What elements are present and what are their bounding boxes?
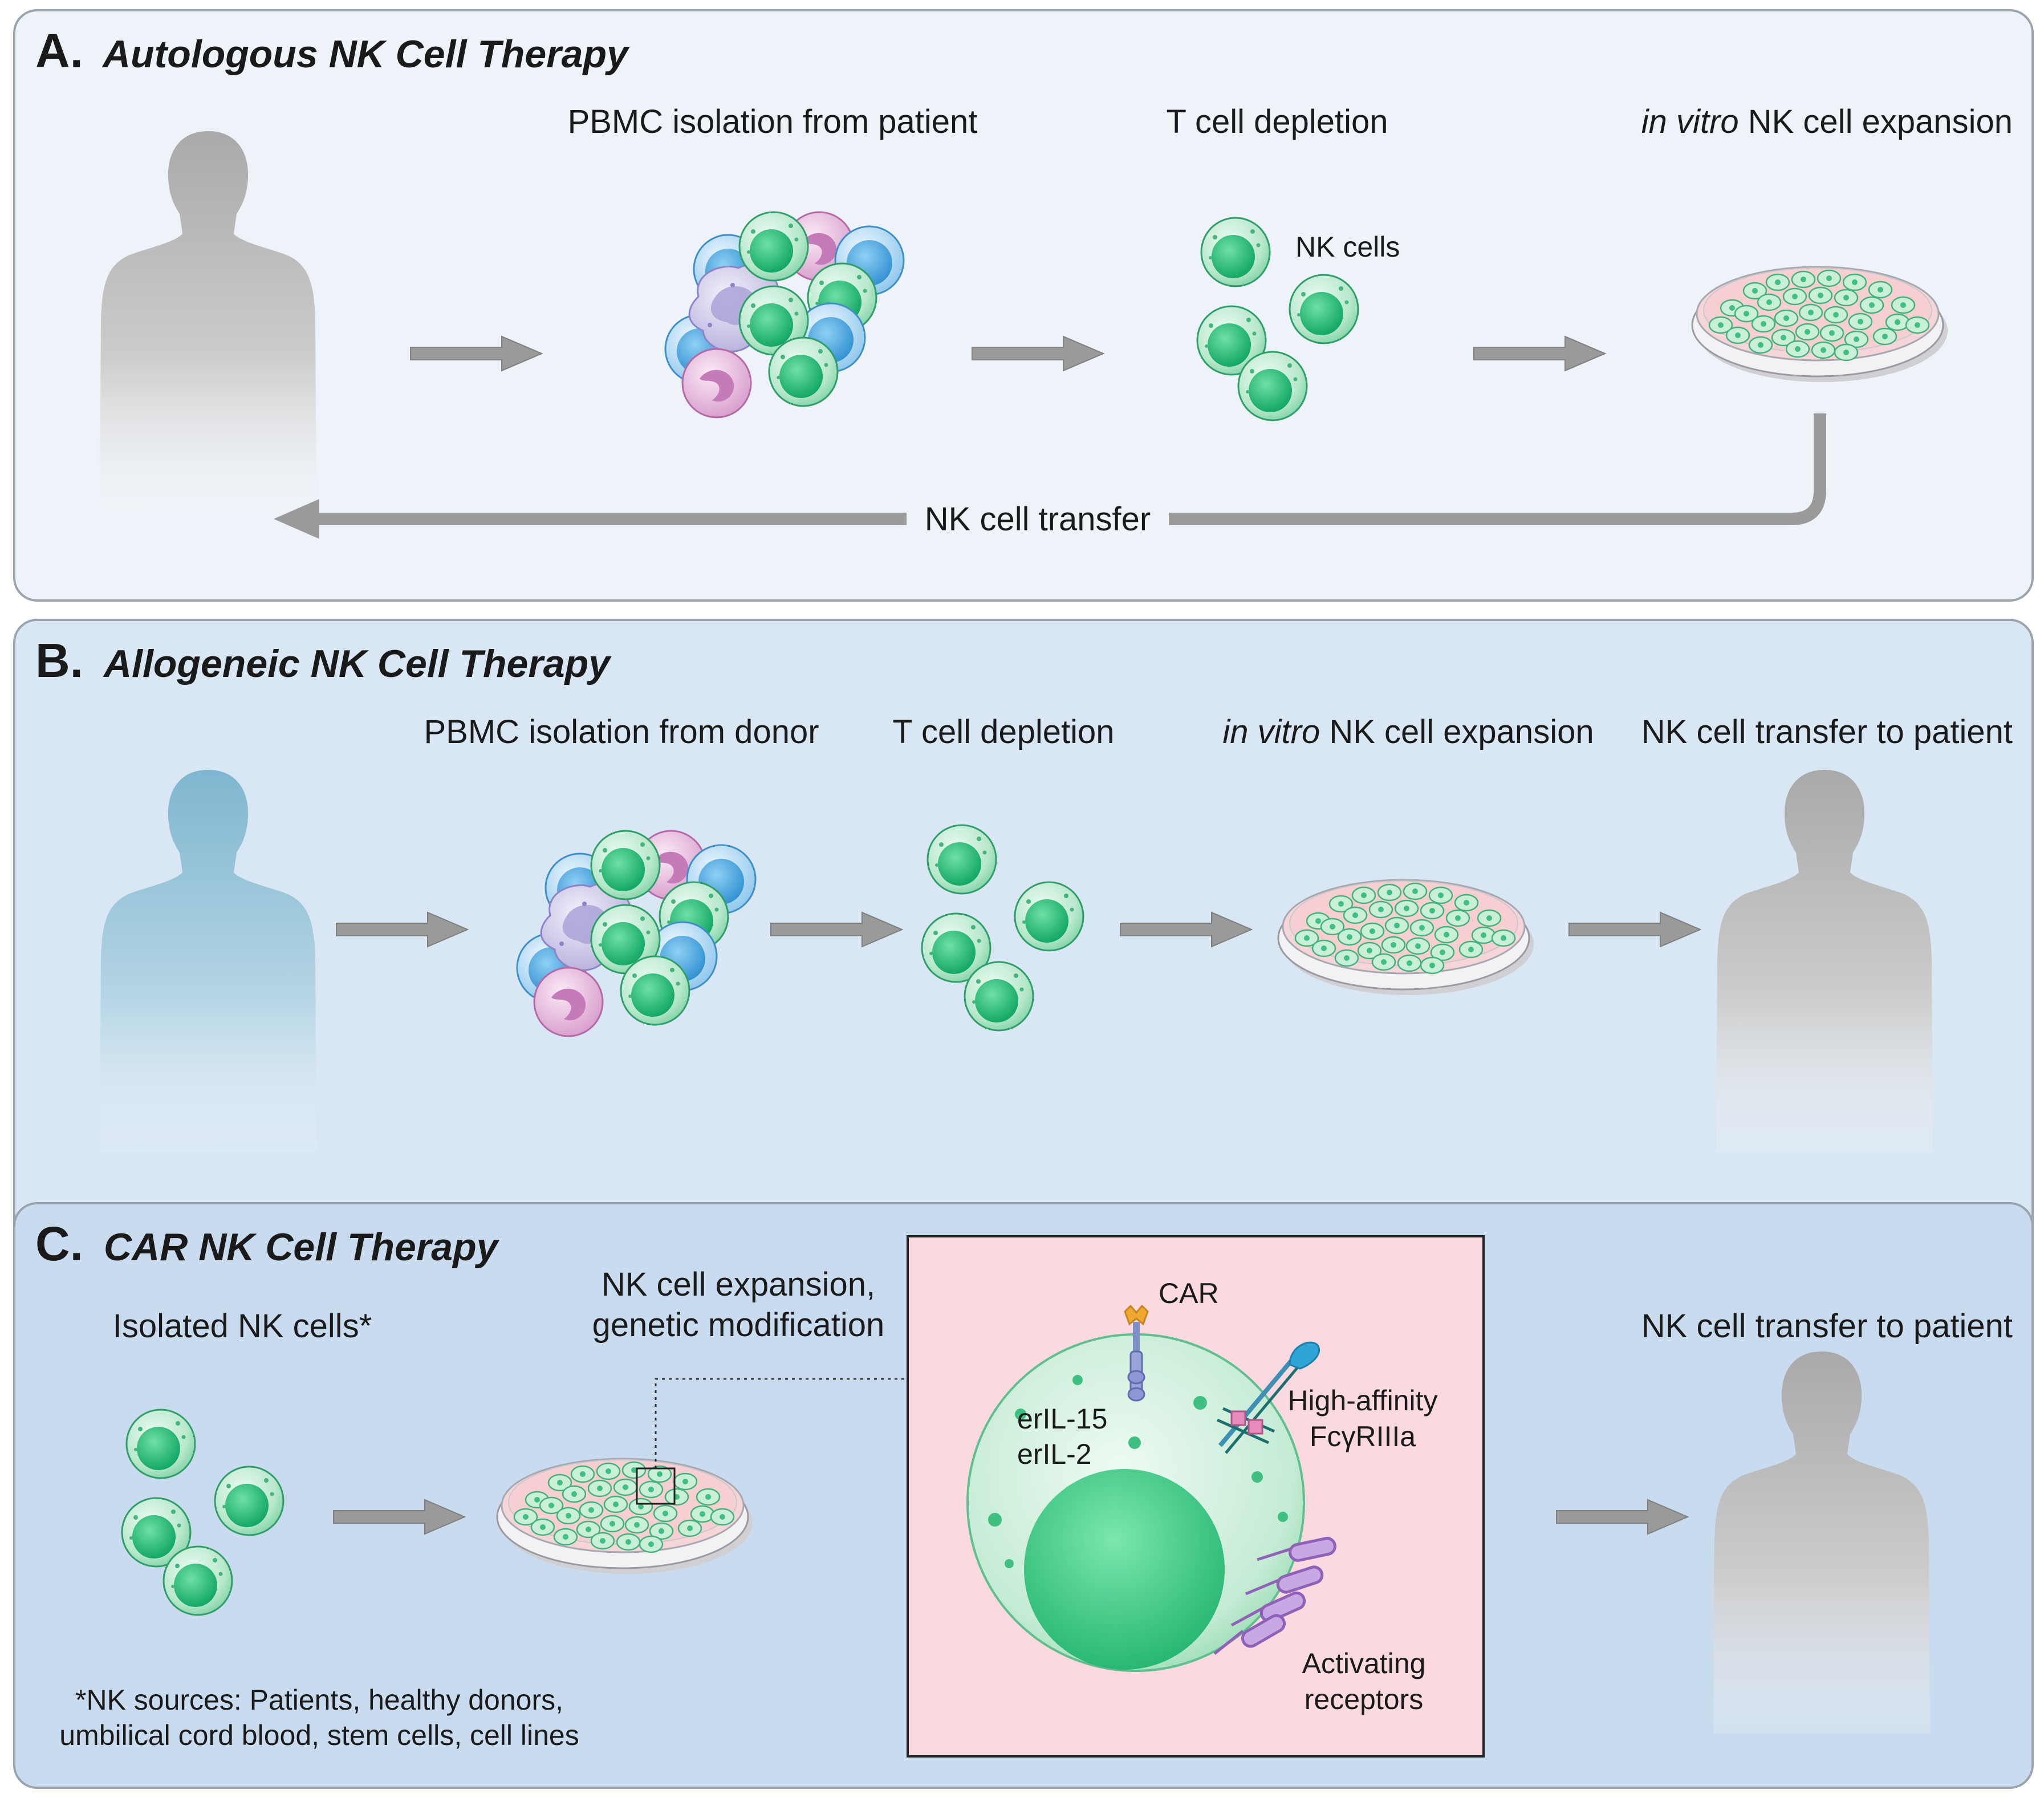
nk-cell-icon — [1014, 881, 1084, 952]
nk-cell-transfer-label: NK cell transfer — [925, 501, 1151, 538]
nk-cell-icon — [1237, 351, 1308, 421]
activating-receptors-icon — [1213, 1537, 1336, 1655]
isolated-nk-cells-label: Isolated NK cells* — [113, 1308, 372, 1345]
panel-c-letter: C. — [35, 1217, 83, 1271]
panel-c-title: CAR NK Cell Therapy — [104, 1225, 500, 1269]
transfer-to-patient-label: NK cell transfer to patient — [1641, 1308, 2013, 1345]
petri-dish-icon — [496, 1458, 754, 1575]
panel-a-background — [13, 9, 2034, 602]
nk-cell-icon — [1200, 217, 1271, 287]
nk-cell-icon — [162, 1545, 233, 1616]
car-receptor-icon — [1124, 1304, 1149, 1402]
step-t-cell-depletion-label: T cell depletion — [1166, 103, 1388, 140]
granule-dots — [988, 1375, 1288, 1568]
nk-cells-label: NK cells — [1295, 231, 1400, 263]
petri-dish-icon — [1277, 879, 1535, 996]
nk-cell-icon — [214, 1466, 285, 1536]
panel-b-lower-fill — [15, 1106, 2031, 1186]
step-transfer-to-patient-label: NK cell transfer to patient — [1641, 713, 2013, 750]
fc-receptor-icon — [1216, 1341, 1320, 1454]
nk-cell-icon — [926, 824, 997, 895]
step-pbmc-isolation-label: PBMC isolation from patient — [568, 103, 978, 140]
panel-b-letter: B. — [35, 634, 83, 687]
nk-cell-icon — [964, 961, 1034, 1032]
step-in-vitro-expansion-label: in vitro NK cell expansion — [1641, 103, 2013, 140]
step-t-cell-depletion-label: T cell depletion — [892, 713, 1114, 750]
panel-a-title: Autologous NK Cell Therapy — [101, 33, 630, 76]
step-pbmc-donor-label: PBMC isolation from donor — [424, 713, 819, 750]
transfer-arrowhead — [274, 499, 319, 539]
step-in-vitro-expansion-label: in vitro NK cell expansion — [1222, 713, 1594, 750]
nk-cell-icon — [125, 1409, 196, 1479]
petri-dish-icon — [1691, 266, 1949, 383]
nk-cell-icon — [1289, 274, 1359, 344]
zoom-connector-line — [655, 1378, 908, 1468]
panel-b-title: Allogeneic NK Cell Therapy — [103, 642, 612, 685]
expansion-modification-label: NK cell expansion,genetic modification — [592, 1266, 885, 1344]
nk-sources-footnote: *NK sources: Patients, healthy donors,um… — [59, 1684, 579, 1751]
large-nk-nucleus-icon — [1024, 1469, 1225, 1670]
transfer-arrow-path — [1169, 413, 1826, 525]
car-label: CAR — [1159, 1277, 1219, 1309]
panel-a-letter: A. — [35, 24, 83, 78]
